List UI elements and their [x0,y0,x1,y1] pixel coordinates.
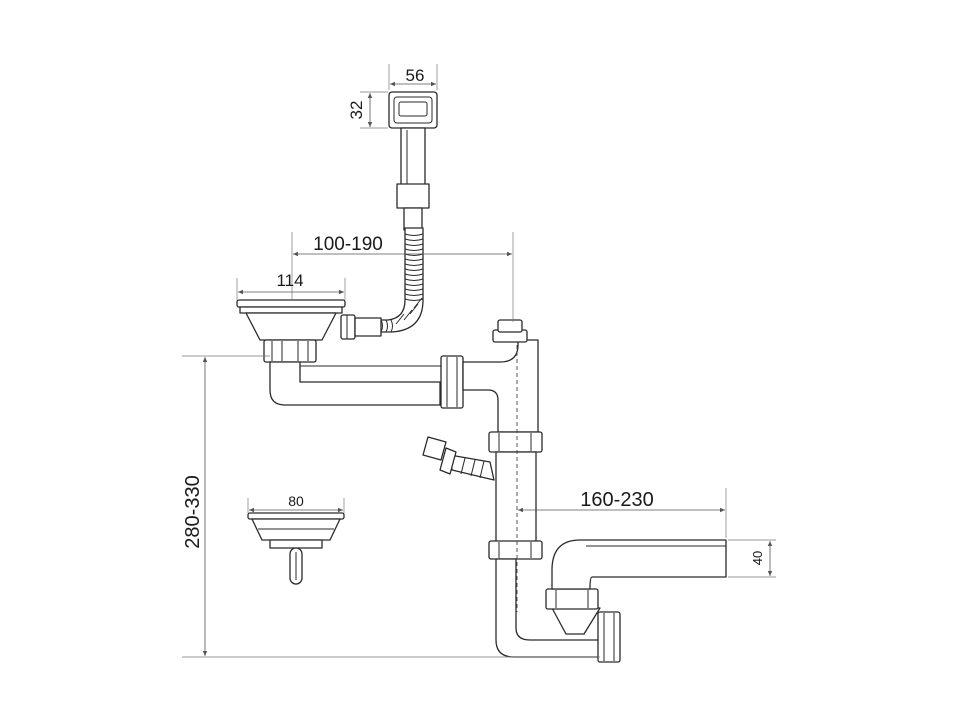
dim-trap-height: 280-330 [182,475,204,548]
dim-outlet-diameter: 40 [750,551,765,565]
dim-hose-reach: 100-190 [313,234,383,255]
basket-strainer [247,512,345,585]
sink-strainer [236,299,346,363]
dimension-lines [182,64,776,658]
overflow-outlet [388,91,438,231]
side-appliance-connector [422,436,495,481]
dim-overflow-height: 32 [347,101,366,120]
hose-connector [340,314,382,340]
dim-basket-diameter: 80 [288,493,304,509]
horizontal-drain-pipe [269,355,464,409]
dim-overflow-width: 56 [406,66,425,85]
bottle-trap-outlet [545,539,727,663]
dim-outlet-reach: 160-230 [580,489,653,511]
trap-body [462,319,601,658]
dim-strainer-diameter: 114 [276,271,303,290]
